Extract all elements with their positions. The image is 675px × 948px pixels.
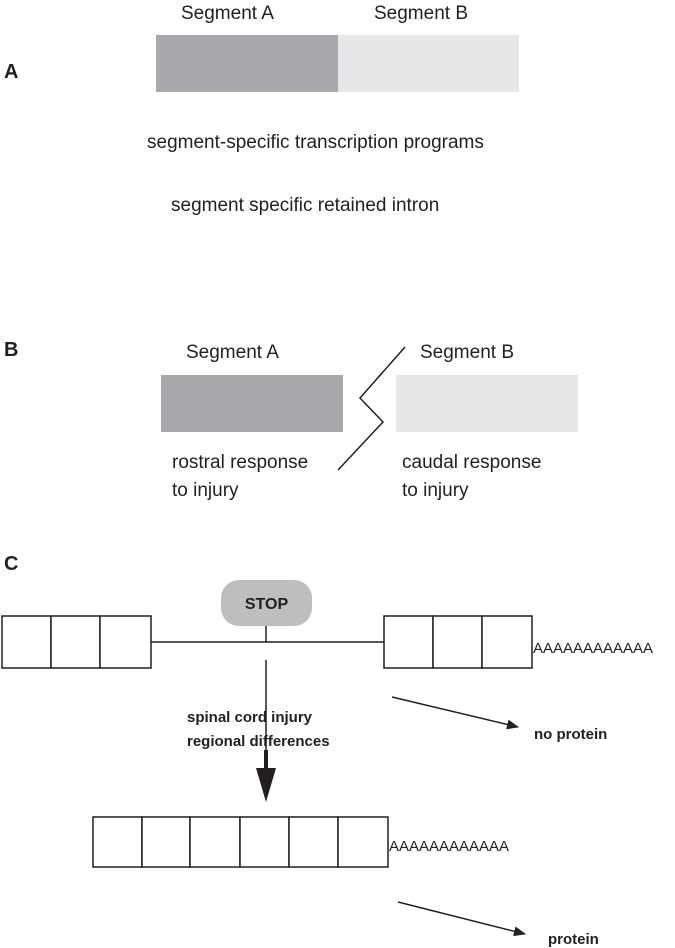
panel-b-letter: B xyxy=(4,339,18,361)
stop-codon-label: STOP xyxy=(245,596,289,613)
spinal-cord-injury-text: spinal cord injury xyxy=(187,709,313,726)
upstream-exon-1 xyxy=(1,615,52,669)
stop-codon-badge xyxy=(221,580,312,626)
spliced-exon-1 xyxy=(92,816,143,868)
no-protein-arrow xyxy=(391,696,519,730)
polyA-tail-top: AAAAAAAAAAAA xyxy=(533,640,653,657)
regional-differences-text: regional differences xyxy=(187,733,330,750)
panel-b-rostral-line2: to injury xyxy=(172,480,239,501)
spliced-exon-6 xyxy=(337,816,389,868)
splicing-arrow-head xyxy=(256,768,276,802)
panel-c-letter: C xyxy=(4,553,18,575)
panel-b-caudal-line1: caudal response xyxy=(402,452,541,473)
upstream-exon-2 xyxy=(50,615,101,669)
downstream-exon-2 xyxy=(432,615,483,669)
downstream-exon-1 xyxy=(383,615,434,669)
panel-a-letter: A xyxy=(4,61,18,83)
downstream-exons xyxy=(383,615,533,669)
spliced-exon-5 xyxy=(288,816,339,868)
polyA-tail-bottom: AAAAAAAAAAAA xyxy=(389,838,509,855)
spliced-exon-3 xyxy=(189,816,241,868)
panel-b-segment-b-label: Segment B xyxy=(420,342,514,363)
no-protein-label: no protein xyxy=(534,726,607,743)
upstream-exons xyxy=(1,615,152,669)
panel-a-segment-b-block xyxy=(338,35,519,92)
panel-a-segment-b-label: Segment B xyxy=(374,3,468,24)
panel-b-break-line xyxy=(337,346,406,471)
protein-label: protein xyxy=(548,931,599,948)
panel-b-caudal-line2: to injury xyxy=(402,480,469,501)
panel-b-segment-a-label: Segment A xyxy=(186,342,279,363)
spliced-mrna-exons xyxy=(92,816,389,868)
downstream-exon-3 xyxy=(481,615,533,669)
panel-a-transcription-text: segment-specific transcription programs xyxy=(147,132,484,153)
panel-b-segment-a-block xyxy=(161,375,343,432)
panel-b-rostral-line1: rostral response xyxy=(172,452,308,473)
upstream-exon-3 xyxy=(99,615,152,669)
panel-b-segment-b-block xyxy=(396,375,578,432)
protein-arrow xyxy=(397,901,526,937)
spliced-exon-4 xyxy=(239,816,290,868)
panel-a-segment-a-label: Segment A xyxy=(181,3,274,24)
spliced-exon-2 xyxy=(141,816,191,868)
panel-a-segment-a-block xyxy=(156,35,338,92)
panel-a-intron-text: segment specific retained intron xyxy=(171,195,439,216)
